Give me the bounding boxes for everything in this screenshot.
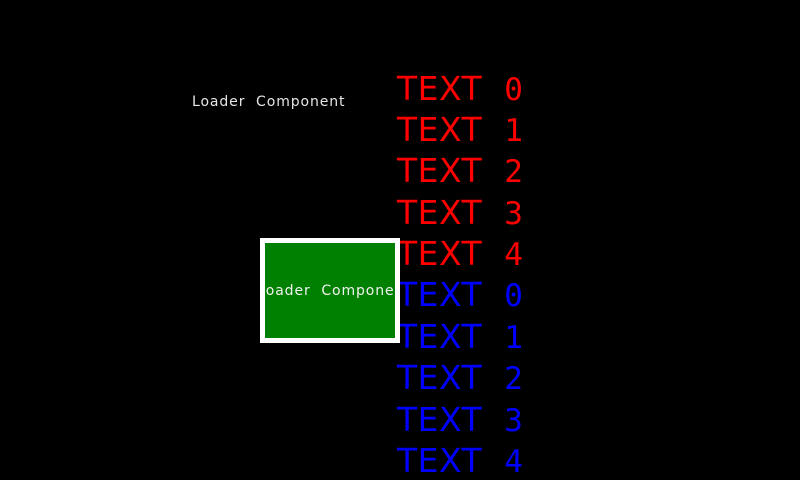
text-row[interactable]: TEXT 1 bbox=[397, 316, 597, 358]
text-row-number: 1 bbox=[504, 113, 524, 149]
text-row[interactable]: TEXT 0 bbox=[397, 68, 597, 110]
text-row-label: TEXT bbox=[397, 193, 483, 232]
text-row[interactable]: TEXT 0 bbox=[397, 274, 597, 316]
text-row-label: TEXT bbox=[397, 441, 483, 480]
text-row-number: 4 bbox=[504, 237, 524, 273]
text-row[interactable]: TEXT 4 bbox=[397, 233, 597, 275]
text-row-number: 3 bbox=[504, 403, 524, 439]
top-loader-component-label: Loader Component bbox=[192, 94, 346, 110]
text-row-number: 1 bbox=[504, 320, 524, 356]
text-row[interactable]: TEXT 4 bbox=[397, 440, 597, 480]
text-row-label: TEXT bbox=[397, 69, 483, 108]
text-row[interactable]: TEXT 2 bbox=[397, 150, 597, 192]
text-row-number: 0 bbox=[504, 278, 524, 314]
text-row[interactable]: TEXT 2 bbox=[397, 357, 597, 399]
loader-panel-label: Loader Component bbox=[260, 282, 400, 299]
text-row-label: TEXT bbox=[397, 234, 483, 273]
text-row-number: 0 bbox=[504, 72, 524, 108]
text-row[interactable]: TEXT 1 bbox=[397, 109, 597, 151]
text-row-label: TEXT bbox=[397, 151, 483, 190]
text-row-label: TEXT bbox=[397, 110, 483, 149]
text-row-number: 2 bbox=[504, 154, 524, 190]
text-row-number: 3 bbox=[504, 196, 524, 232]
text-row-number: 2 bbox=[504, 361, 524, 397]
text-row[interactable]: TEXT 3 bbox=[397, 399, 597, 441]
loader-component-panel[interactable]: Loader Component bbox=[260, 238, 400, 343]
text-row-label: TEXT bbox=[397, 358, 483, 397]
text-row-label: TEXT bbox=[397, 317, 483, 356]
text-row-label: TEXT bbox=[397, 275, 483, 314]
text-row-label: TEXT bbox=[397, 400, 483, 439]
text-row-number: 4 bbox=[504, 444, 524, 480]
text-row[interactable]: TEXT 3 bbox=[397, 192, 597, 234]
